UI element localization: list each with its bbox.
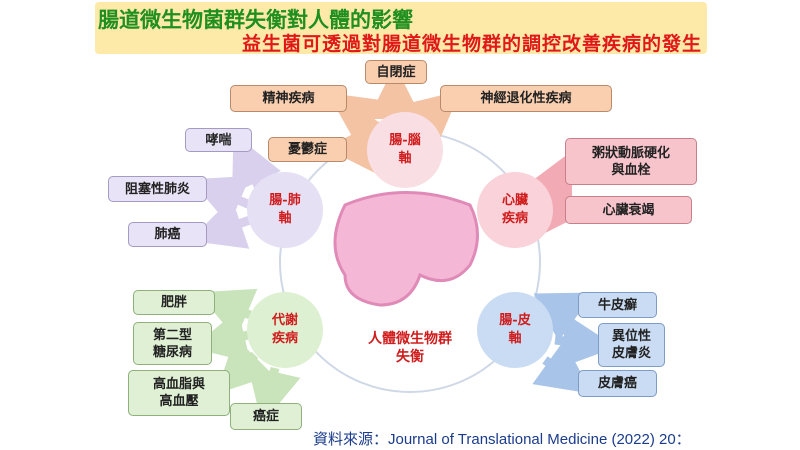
gut-brain-axis-node: 腸-腦軸: [367, 112, 443, 188]
skin-cancer-box: 皮膚癌: [578, 370, 657, 397]
atherosclerosis-box: 粥狀動脈硬化與血栓: [565, 138, 697, 185]
heart-disease-node: 心臟疾病: [477, 172, 553, 248]
gut-lung-axis-node: 腸-肺軸: [247, 172, 323, 248]
atopic-dermatitis-box: 異位性皮膚炎: [598, 323, 665, 367]
psychiatric-box: 精神疾病: [230, 85, 347, 112]
page-subtitle: 益生菌可透過對腸道微生物群的調控改善疾病的發生: [241, 33, 702, 55]
obesity-box: 肥胖: [133, 290, 215, 315]
gut-illustration: [333, 191, 479, 307]
cancer-box: 癌症: [230, 403, 302, 430]
center-label: 人體微生物群失衡: [368, 331, 452, 365]
metabolic-disease-node: 代謝疾病: [247, 292, 323, 368]
hyperlipidemia-box: 高血脂與高血壓: [128, 370, 230, 416]
psoriasis-box: 牛皮癬: [578, 292, 657, 318]
gut-skin-axis-node: 腸-皮軸: [477, 292, 553, 368]
asthma-box: 哮喘: [185, 128, 252, 152]
autism-box: 自閉症: [365, 60, 427, 84]
lung-cancer-box: 肺癌: [128, 222, 207, 247]
neurodegenerative-box: 神經退化性疾病: [440, 85, 612, 112]
copd-box: 阻塞性肺炎: [108, 176, 207, 202]
page-title: 腸道微生物菌群失衡對人體的影響: [98, 7, 413, 32]
title-banner: [95, 2, 707, 54]
diabetes-box: 第二型糖尿病: [133, 322, 212, 365]
depression-box: 憂鬱症: [268, 137, 347, 162]
source-citation: 資料來源：Journal of Translational Medicine (…: [313, 431, 691, 448]
heart-failure-box: 心臟衰竭: [565, 196, 692, 224]
